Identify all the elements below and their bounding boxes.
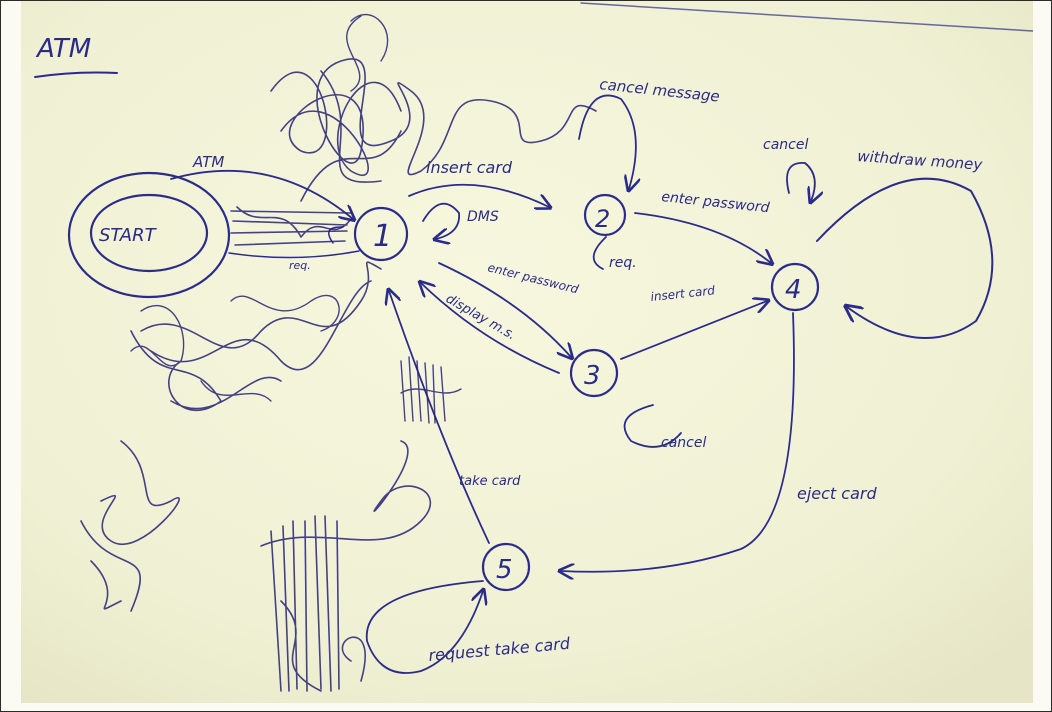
- edge-label-creq: req.: [609, 255, 637, 271]
- edge-label-take-card: take card: [459, 474, 521, 489]
- hand-drawn-diagram-photo: ATM START 1 2 3: [21, 1, 1033, 703]
- state-5-label: 5: [496, 555, 513, 585]
- edge-label-atm: ATM: [192, 153, 224, 171]
- edge-label-insert-card-1: insert card: [426, 158, 513, 177]
- state-diagram: ATM START 1 2 3: [21, 1, 1033, 703]
- edge-label-req-small: req.: [289, 259, 311, 272]
- edge-label-cancel-4: cancel: [763, 137, 808, 153]
- state-3-label: 3: [584, 361, 601, 391]
- edge-label-dms: DMS: [467, 209, 499, 225]
- edge-label-eject-card: eject card: [797, 484, 877, 503]
- state-2-label: 2: [595, 205, 610, 233]
- edge-label-cancel-3: cancel: [661, 435, 706, 451]
- state-4-label: 4: [785, 275, 802, 305]
- paper-background: [21, 1, 1033, 703]
- state-1-label: 1: [373, 219, 392, 254]
- state-start-label: START: [99, 225, 158, 246]
- diagram-title: ATM: [35, 34, 91, 64]
